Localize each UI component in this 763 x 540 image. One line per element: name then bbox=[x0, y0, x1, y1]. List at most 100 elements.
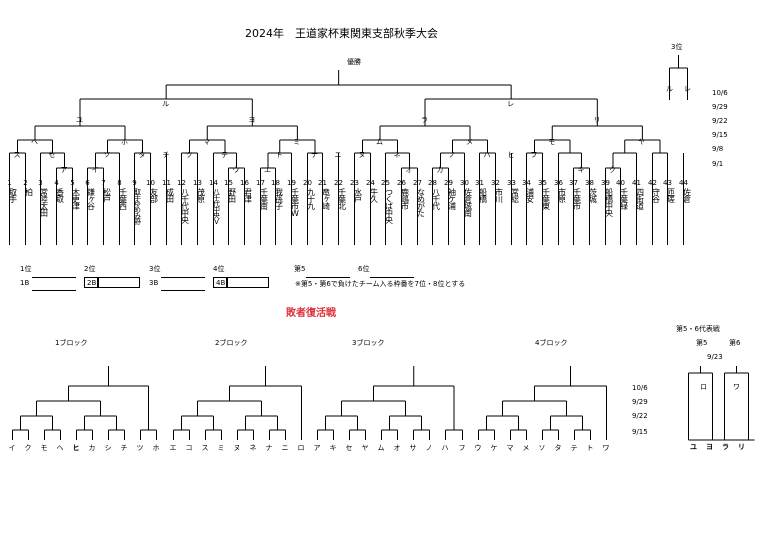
team-name: 常陸太田 bbox=[39, 188, 49, 216]
match-label: フ bbox=[530, 151, 538, 159]
team-number: 36 bbox=[554, 179, 563, 187]
repechage-slot: ム bbox=[377, 444, 385, 452]
round-date: 9/8 bbox=[712, 145, 724, 153]
team-number: 41 bbox=[632, 179, 641, 187]
team-number: 13 bbox=[193, 179, 202, 187]
match-label: エ bbox=[264, 166, 271, 174]
team-name: 袖ケ浦 bbox=[447, 188, 457, 209]
result-sub-box: 2B bbox=[84, 277, 98, 288]
match-label: ク bbox=[609, 166, 616, 174]
repechage-slot: ノ bbox=[425, 444, 433, 452]
team-name: 市川 bbox=[494, 188, 504, 202]
repechage-slot: ケ bbox=[490, 444, 498, 452]
repechage-slot: ツ bbox=[136, 444, 144, 452]
repechage-slot: ト bbox=[586, 444, 594, 452]
third-label: ル bbox=[666, 85, 673, 93]
champion-label: 優勝 bbox=[347, 58, 361, 66]
match-label: ル bbox=[162, 100, 170, 108]
repechage-slot: ヒ bbox=[72, 444, 80, 452]
team-number: 39 bbox=[601, 179, 610, 187]
match-label: マ bbox=[203, 138, 211, 146]
team-number: 2 bbox=[23, 179, 28, 187]
match-label: ヨ bbox=[248, 116, 256, 124]
team-name: 香取 bbox=[55, 188, 65, 202]
match-label: ラ bbox=[421, 116, 428, 124]
match-label: ヒ bbox=[507, 151, 515, 159]
team-name: 千葉緑 bbox=[619, 188, 629, 209]
repechage-slot: セ bbox=[345, 444, 353, 452]
team-number: 4 bbox=[54, 179, 59, 187]
result-line bbox=[306, 266, 350, 278]
result-rank: 第5 bbox=[294, 265, 306, 273]
match-label: ツ bbox=[185, 151, 193, 159]
match-label: ト bbox=[275, 151, 283, 159]
repechage-slot: ヤ bbox=[361, 444, 369, 452]
team-name: 八千代中央V bbox=[212, 188, 221, 225]
team-number: 44 bbox=[679, 179, 688, 187]
team-number: 6 bbox=[85, 179, 90, 187]
result-sub-field bbox=[98, 277, 140, 288]
block-label: 3ブロック bbox=[352, 339, 385, 347]
repechage-slot: チ bbox=[120, 444, 128, 452]
repechage-slot: ヌ bbox=[233, 444, 241, 452]
round-date: 9/15 bbox=[712, 131, 728, 139]
team-name: 鎌ヶ谷 bbox=[86, 188, 96, 209]
team-number: 32 bbox=[491, 179, 500, 187]
team-number: 43 bbox=[663, 179, 672, 187]
team-number: 19 bbox=[287, 179, 296, 187]
team-name: 佐倉 bbox=[682, 188, 692, 202]
result-sub: 1B bbox=[20, 279, 30, 287]
repechage-slot: シ bbox=[104, 444, 112, 452]
result-sub-box: 4B bbox=[213, 277, 227, 288]
match-label: レ bbox=[507, 100, 515, 108]
match-label: ノ bbox=[448, 151, 456, 159]
team-name: 常総 bbox=[510, 188, 520, 202]
playoff-slot: リ bbox=[738, 443, 745, 451]
team-name: 成田 bbox=[165, 188, 175, 202]
match-label: ハ bbox=[483, 151, 491, 159]
team-name: 九十九 bbox=[306, 188, 316, 209]
block-label: 2ブロック bbox=[215, 339, 248, 347]
team-number: 38 bbox=[585, 179, 594, 187]
repechage-slot: ス bbox=[201, 444, 209, 452]
team-name: 四街道 bbox=[635, 188, 645, 209]
team-name: 君津 bbox=[243, 188, 253, 202]
repechage-date: 9/29 bbox=[632, 398, 648, 406]
match-label: ミ bbox=[293, 138, 301, 146]
team-number: 40 bbox=[616, 179, 625, 187]
repechage-date: 9/15 bbox=[632, 428, 648, 436]
repechage-slot: ワ bbox=[602, 444, 610, 452]
team-name: 木更津 bbox=[71, 188, 81, 209]
team-number: 10 bbox=[146, 179, 155, 187]
match-label: ナ bbox=[311, 151, 318, 159]
round-date: 9/29 bbox=[712, 103, 728, 111]
match-label: セ bbox=[48, 151, 56, 159]
match-label: ネ bbox=[393, 151, 401, 159]
third-label: レ bbox=[684, 85, 691, 93]
team-number: 3 bbox=[38, 179, 43, 187]
team-name: 船橋 bbox=[478, 188, 488, 202]
team-number: 24 bbox=[366, 179, 375, 187]
match-label: チ bbox=[162, 151, 170, 159]
match-label: オ bbox=[405, 166, 413, 174]
team-name: 千葉西 bbox=[118, 188, 128, 209]
team-name: 守谷 bbox=[651, 188, 661, 202]
team-number: 20 bbox=[303, 179, 312, 187]
team-name: つくば中央 bbox=[384, 188, 394, 223]
team-name: 千葉南 bbox=[259, 188, 269, 209]
result-rank: 6位 bbox=[358, 265, 370, 273]
team-number: 26 bbox=[397, 179, 406, 187]
team-number: 42 bbox=[648, 179, 657, 187]
playoff-slot: ユ bbox=[690, 443, 697, 451]
third-place-label: 3位 bbox=[671, 43, 683, 51]
result-line bbox=[161, 279, 205, 291]
repechage-slot: コ bbox=[185, 444, 193, 452]
team-name: 我孫子 bbox=[274, 188, 284, 209]
team-name: 千葉北 bbox=[337, 188, 347, 209]
team-number: 21 bbox=[318, 179, 327, 187]
repechage-slot: ア bbox=[313, 444, 321, 452]
team-name: 水戸 bbox=[353, 188, 363, 202]
round-date: 9/22 bbox=[712, 117, 728, 125]
